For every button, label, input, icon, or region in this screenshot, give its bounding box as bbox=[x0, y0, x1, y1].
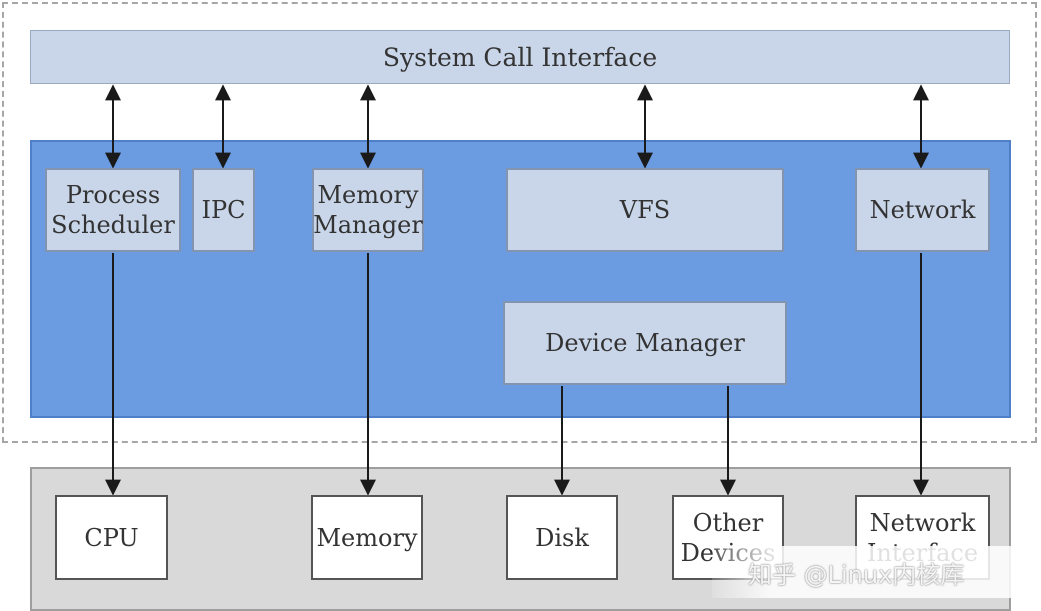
disk-box: Disk bbox=[506, 495, 618, 580]
device-manager-box: Device Manager bbox=[503, 301, 787, 385]
process-scheduler-line2: Scheduler bbox=[51, 211, 175, 239]
ipc-label: IPC bbox=[201, 196, 246, 224]
disk-label: Disk bbox=[535, 523, 589, 552]
memory-box: Memory bbox=[311, 495, 423, 580]
memory-manager-line1: Memory bbox=[317, 181, 419, 209]
memory-manager-box: Memory Manager bbox=[312, 168, 424, 252]
network-box: Network bbox=[855, 168, 990, 252]
memory-label: Memory bbox=[316, 523, 418, 552]
kernel-space-boundary bbox=[2, 2, 1037, 443]
network-interface-line1: Network bbox=[869, 508, 976, 537]
system-call-interface-label: System Call Interface bbox=[382, 42, 658, 72]
cpu-box: CPU bbox=[55, 495, 168, 580]
ipc-box: IPC bbox=[192, 168, 255, 252]
watermark-text: 知乎 @Linux内核库 bbox=[748, 560, 965, 589]
cpu-label: CPU bbox=[84, 523, 139, 552]
network-label: Network bbox=[869, 196, 976, 224]
device-manager-label: Device Manager bbox=[545, 329, 745, 357]
vfs-box: VFS bbox=[506, 168, 784, 252]
vfs-label: VFS bbox=[619, 196, 671, 224]
process-scheduler-line1: Process bbox=[65, 181, 161, 209]
process-scheduler-box: Process Scheduler bbox=[45, 168, 181, 252]
memory-manager-line2: Manager bbox=[313, 211, 423, 239]
system-call-interface: System Call Interface bbox=[30, 30, 1010, 84]
watermark: 知乎 @Linux内核库 bbox=[712, 546, 1037, 598]
other-devices-line1: Other bbox=[692, 508, 764, 537]
